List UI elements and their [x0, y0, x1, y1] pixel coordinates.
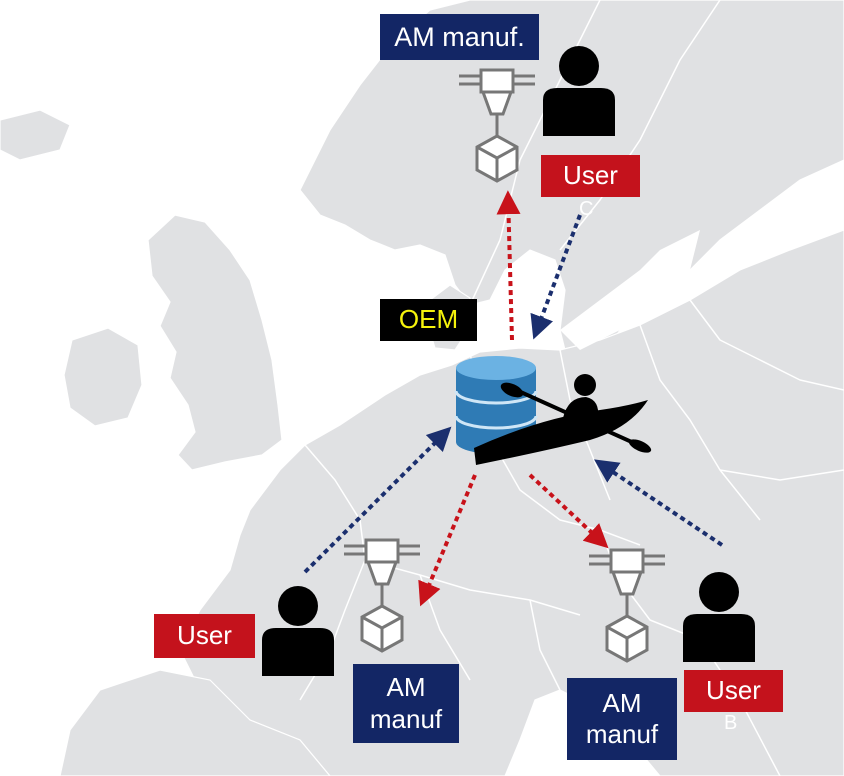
arrow-user-north-to-oem: [530, 214, 582, 340]
am-manuf-west-line1: AM: [386, 672, 426, 703]
arrow-user-west-to-oem: [303, 426, 452, 574]
user-label-east: User: [684, 670, 783, 712]
user-label-north: User: [541, 155, 640, 197]
arrow-oem-to-am-east: [528, 473, 609, 549]
arrow-oem-to-am-north: [496, 190, 521, 341]
am-manuf-label-west: AM manuf: [353, 664, 459, 743]
am-manuf-east-line1: AM: [602, 687, 642, 718]
letter-c: C: [579, 198, 594, 220]
arrow-oem-to-am-west: [418, 474, 477, 607]
kayak-icon: [474, 374, 652, 465]
arrow-user-east-to-oem: [594, 459, 724, 547]
am-manuf-west-line2: manuf: [369, 703, 443, 734]
oem-label: OEM: [380, 299, 477, 341]
am-manuf-east-line2: manuf: [585, 719, 659, 749]
user-label-west: User: [154, 614, 255, 658]
am-manuf-label-east: AM manuf: [567, 678, 677, 760]
letter-b: B: [724, 712, 738, 734]
am-manuf-label-north: AM manuf.: [380, 14, 539, 60]
arrows: [303, 190, 724, 607]
